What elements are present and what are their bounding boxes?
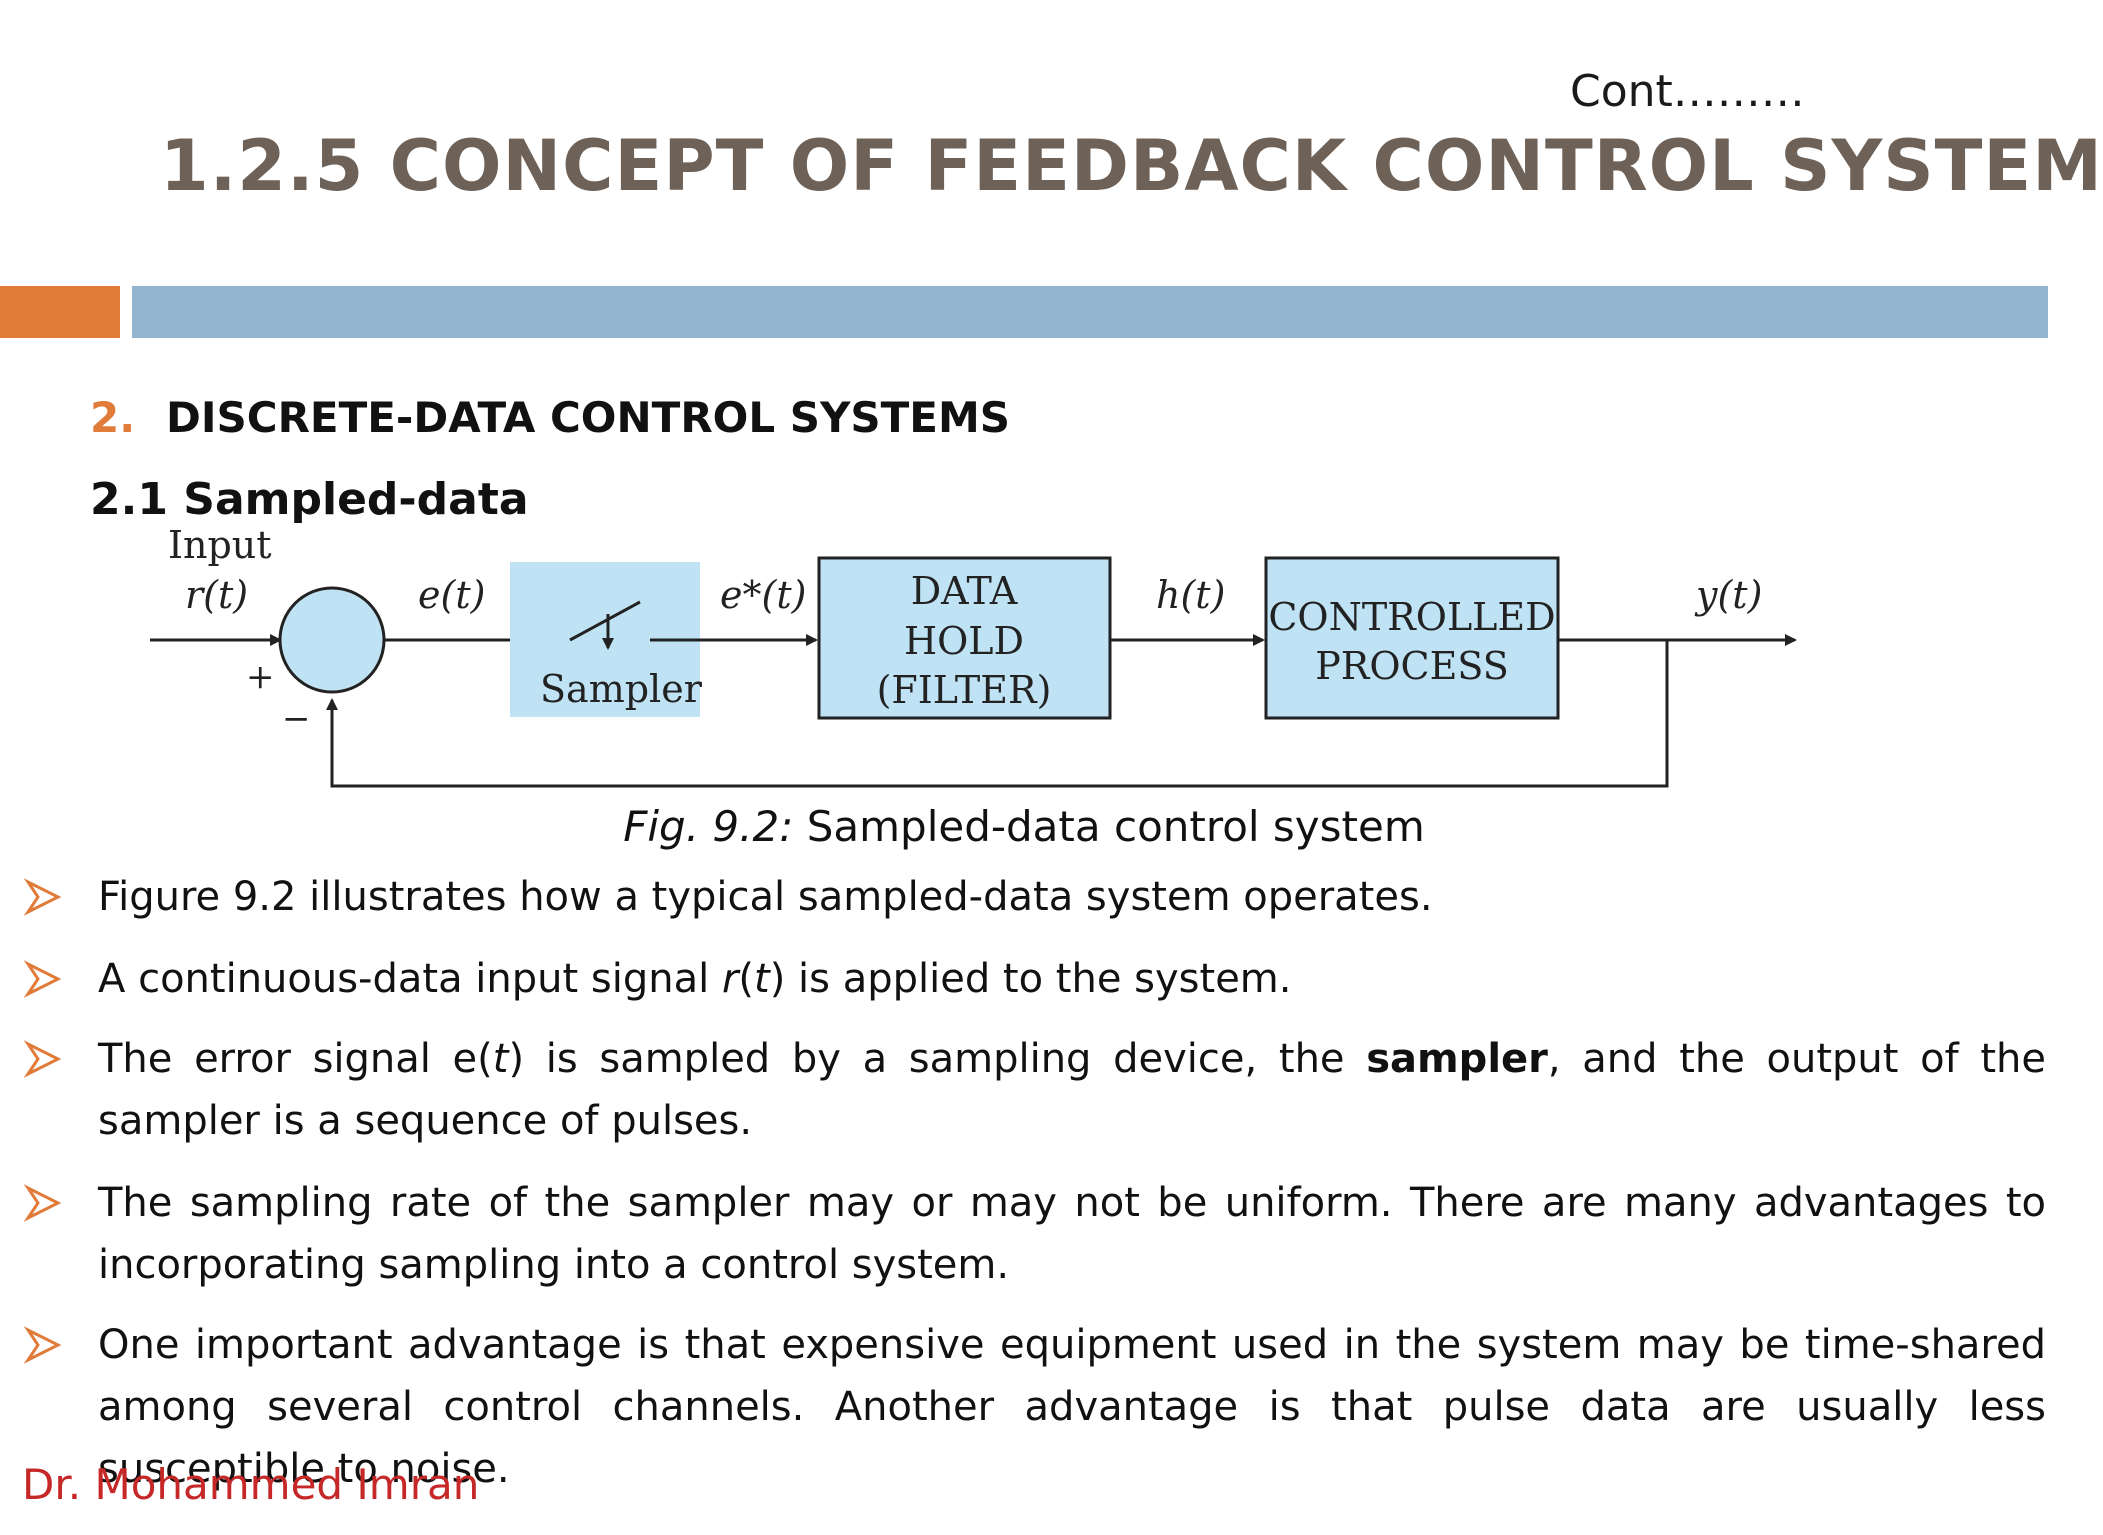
data-hold-box xyxy=(817,556,1112,720)
accent-bar-blue xyxy=(132,286,2048,338)
hold-line2: HOLD xyxy=(904,619,1024,663)
bullet-text: One important advantage is that expensiv… xyxy=(98,1322,2046,1492)
subsection-title: 2.1 Sampled-data xyxy=(90,474,529,525)
section-title: DISCRETE-DATA CONTROL SYSTEMS xyxy=(166,393,1011,442)
minus-sign: − xyxy=(282,699,311,739)
controlled-process-box xyxy=(1264,556,1560,720)
arrowhead-bullet-icon xyxy=(23,960,62,998)
caption-text: Sampled-data control system xyxy=(793,802,1425,851)
process-line1: CONTROLLED xyxy=(1268,595,1555,639)
e-label: e(t) xyxy=(418,573,485,617)
accent-bar-orange xyxy=(0,286,120,338)
section-number: 2. xyxy=(90,393,136,442)
bullet-text: The error signal e(t) is sampled by a sa… xyxy=(98,1028,2046,1152)
variable-t: t xyxy=(754,956,770,1002)
sampler-label: Sampler xyxy=(540,667,703,711)
arrowhead-bullet-icon xyxy=(23,1184,62,1222)
figure-caption: Fig. 9.2: Sampled-data control system xyxy=(0,802,2048,851)
bullet-text: A continuous-data input signal r(t) is a… xyxy=(98,956,1292,1002)
bullet-text-part: is applied to the system. xyxy=(785,956,1292,1002)
bullet-text-part: A continuous-data input signal xyxy=(98,956,722,1002)
bullet-text: The sampling rate of the sampler may or … xyxy=(98,1180,2046,1288)
r-label: r(t) xyxy=(185,573,248,617)
summing-junction xyxy=(278,586,386,694)
hold-line3: (FILTER) xyxy=(877,668,1052,712)
feedback-path xyxy=(326,640,1669,788)
y-label: y(t) xyxy=(1694,573,1762,617)
arrowhead-bullet-icon xyxy=(23,1040,62,1078)
bullet-text-part: ) is sampled by a sampling device, the xyxy=(508,1036,1367,1082)
variable-r: r xyxy=(721,956,739,1002)
variable-t: t xyxy=(492,1036,509,1082)
slide-title: 1.2.5 CONCEPT OF FEEDBACK CONTROL SYSTEM xyxy=(160,125,2103,207)
process-line2: PROCESS xyxy=(1315,644,1509,688)
estar-label: e*(t) xyxy=(720,573,806,617)
arrowhead-bullet-icon xyxy=(23,1326,62,1364)
arrowhead-bullet-icon xyxy=(23,878,62,916)
continuation-label: Cont……… xyxy=(1570,66,1805,117)
caption-prefix: Fig. 9.2: xyxy=(623,802,794,851)
hold-line1: DATA xyxy=(911,569,1018,613)
bullet-text: Figure 9.2 illustrates how a typical sam… xyxy=(98,874,1433,920)
block-diagram: Input r(t) + − e(t) Sampler e*(t) DATA H… xyxy=(150,523,1797,788)
plus-sign: + xyxy=(246,657,275,697)
bullet-text-part: , and the output of the sampler is a seq… xyxy=(98,1036,2046,1144)
author-footer: Dr. Mohammed Imran xyxy=(22,1460,480,1509)
input-label: Input xyxy=(168,523,272,567)
bullet-text-part: The error signal e( xyxy=(98,1036,493,1082)
h-label: h(t) xyxy=(1156,573,1225,617)
bold-term-sampler: sampler xyxy=(1366,1036,1548,1082)
sampler-switch xyxy=(569,600,641,642)
